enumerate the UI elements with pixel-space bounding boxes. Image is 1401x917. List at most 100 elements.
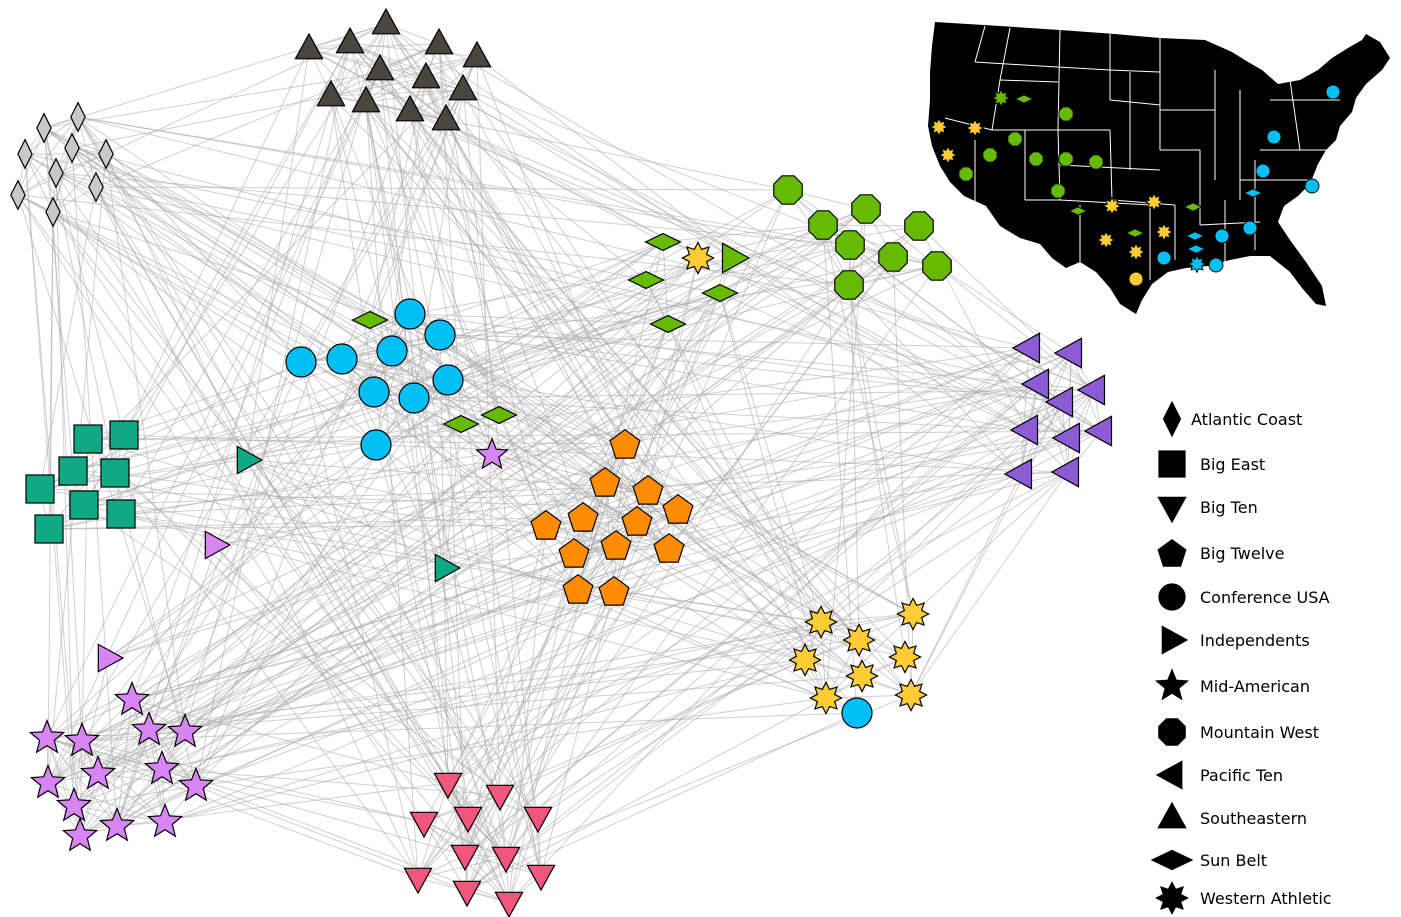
western-athletic-map-marker (938, 145, 958, 165)
triangle-down-icon (1157, 496, 1187, 524)
sun-belt-map-marker (1125, 228, 1145, 238)
western-athletic-node (888, 640, 922, 674)
network-edge (460, 257, 699, 425)
legend-label: Western Athletic (1200, 889, 1332, 908)
legend-item-big-twelve: Big Twelve (1157, 538, 1284, 567)
mid-american-node (63, 721, 101, 757)
network-edge (369, 319, 1028, 431)
network-edge (409, 313, 1063, 403)
big-ten-node (433, 772, 463, 800)
network-edge (369, 319, 1095, 391)
network-edge (81, 567, 446, 742)
network-edge (81, 740, 425, 823)
network-edge (77, 116, 539, 818)
network-edge (732, 257, 1070, 439)
network-edge (214, 383, 1039, 546)
western-athletic-node (896, 597, 930, 631)
network-edge (385, 23, 469, 818)
network-edge (918, 225, 1095, 391)
independents-node (97, 643, 125, 673)
western-athletic-map-marker (1144, 192, 1164, 212)
network-edge (464, 524, 547, 856)
network-edge (439, 334, 493, 456)
southeastern-node (335, 26, 365, 54)
western-athletic-map-marker (1128, 271, 1144, 287)
mountain-west-map-marker (1028, 151, 1044, 167)
network-edge (439, 334, 1063, 403)
network-edge (161, 621, 822, 770)
network-edge (447, 379, 468, 892)
network-edge (330, 95, 860, 641)
network-edge (365, 101, 906, 658)
network-edge (114, 472, 419, 879)
network-edge (81, 347, 1030, 742)
state-border (1111, 199, 1176, 206)
network-edge (341, 358, 626, 445)
southeastern-node (365, 53, 395, 81)
network-edge (214, 544, 510, 903)
big-twelve-node (632, 474, 664, 505)
conference-usa-node (841, 697, 873, 729)
network-edge (105, 153, 186, 733)
network-edge (379, 69, 542, 876)
network-edge (385, 23, 912, 696)
network-edge (95, 186, 501, 796)
conference-usa-node (326, 343, 358, 375)
flat-diamond-icon (1150, 849, 1194, 871)
mid-american-node (61, 816, 99, 852)
network-edge (582, 437, 1070, 518)
network-edge (545, 489, 649, 526)
network-edge (365, 101, 1095, 391)
state-border (999, 27, 1011, 81)
big-ten-node (494, 891, 524, 917)
network-edge (161, 423, 462, 770)
independents-node (721, 242, 751, 274)
network-edge (195, 697, 827, 787)
mid-american-node (28, 718, 66, 754)
big-twelve-node (562, 573, 594, 604)
network-edge (719, 224, 824, 294)
network-edge (77, 116, 302, 363)
conference-usa-node (398, 382, 430, 414)
network-edge (910, 471, 1069, 696)
network-edge (409, 110, 860, 641)
network-edge (97, 773, 166, 823)
pacific-ten-node (1009, 414, 1039, 446)
mountain-west-node (808, 210, 838, 240)
network-edge (87, 438, 806, 661)
mountain-west-node (878, 242, 908, 272)
network-edge (71, 147, 118, 827)
conference-usa-map-marker (1325, 84, 1341, 100)
network-edge (81, 313, 411, 742)
conference-usa-map-marker (1214, 228, 1230, 244)
network-edge (476, 56, 501, 796)
conference-usa-map-marker (1156, 250, 1172, 266)
network-edge (52, 211, 539, 818)
network-edge (161, 768, 510, 903)
western-athletic-map-marker (1154, 222, 1174, 242)
network-edge (184, 473, 1022, 733)
network-edge (71, 147, 1063, 403)
network-edge (116, 731, 186, 827)
conference-usa-map-marker (1304, 178, 1320, 194)
network-edge (491, 454, 649, 491)
network-edge (246, 459, 649, 491)
mountain-west-node (904, 211, 934, 241)
network-edge (87, 438, 626, 445)
network-edge (373, 391, 500, 416)
big-ten-node (450, 844, 480, 872)
network-edge (71, 147, 393, 352)
sun-belt-node (480, 405, 518, 425)
network-edge (464, 621, 822, 856)
mountain-west-map-marker (1007, 131, 1023, 147)
sun-belt-map-marker (1014, 94, 1034, 104)
atlantic-coast-node (17, 138, 33, 170)
western-athletic-map-marker (1187, 254, 1207, 274)
southeastern-node (294, 32, 324, 60)
network-edge (184, 257, 699, 733)
atlantic-coast-node (45, 196, 61, 228)
sun-belt-node (701, 283, 739, 303)
network-edge (39, 488, 679, 510)
state-border (1039, 65, 1111, 71)
conference-usa-node (376, 335, 408, 367)
